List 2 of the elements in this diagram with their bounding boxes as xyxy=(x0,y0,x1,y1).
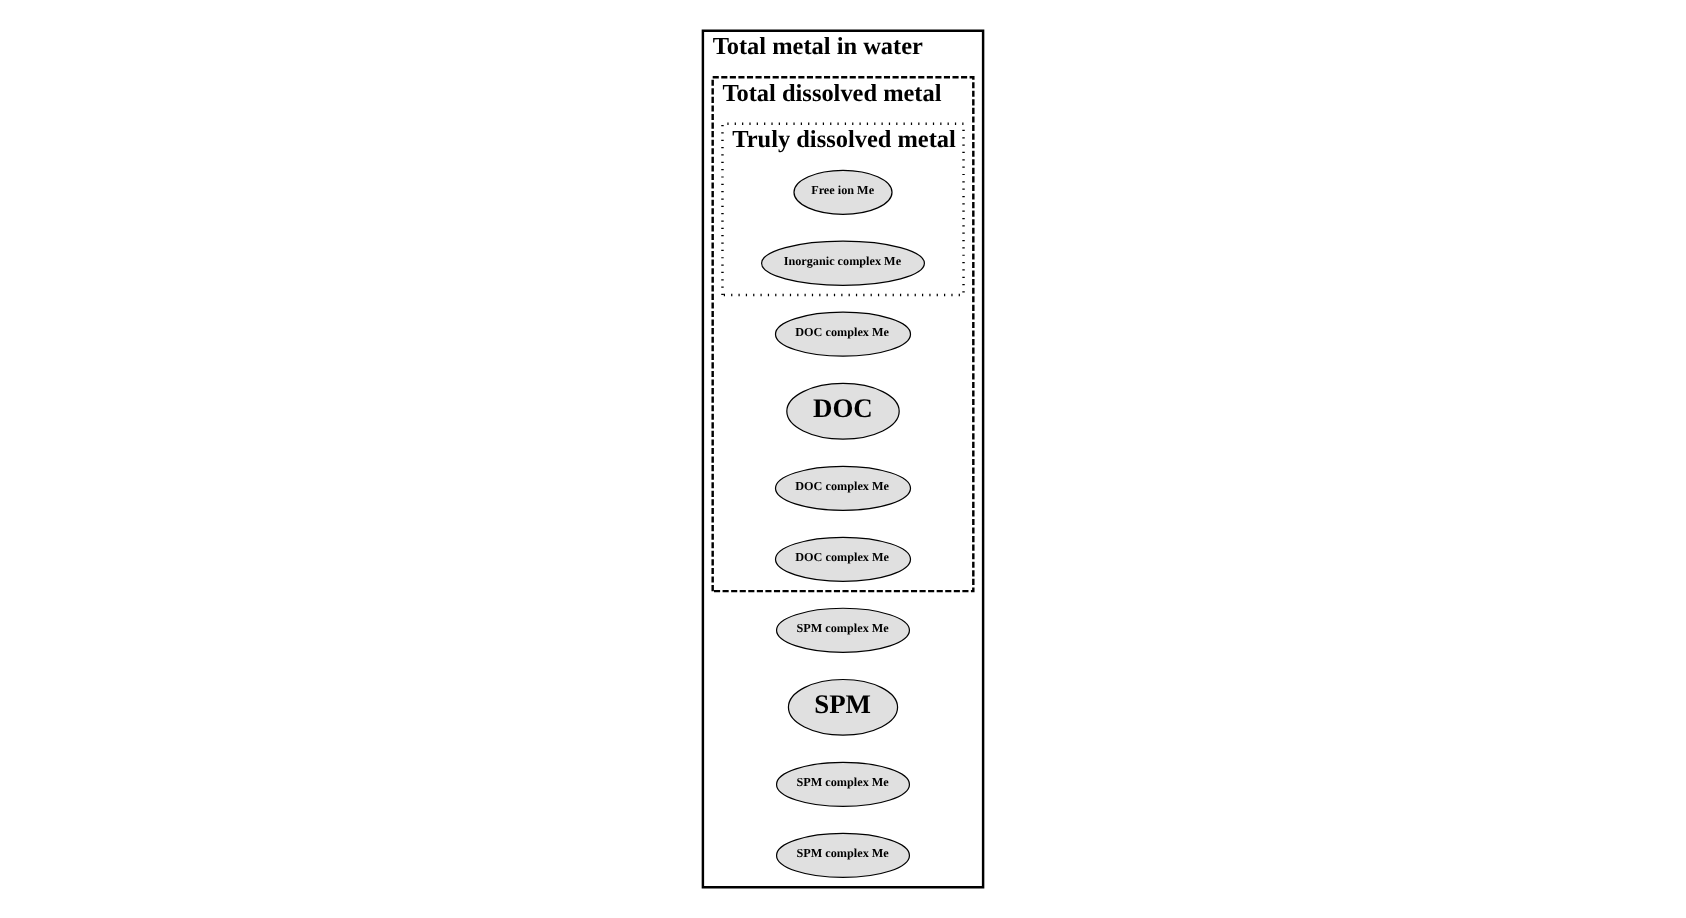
node-ellipse: SPM xyxy=(787,678,899,736)
node-ellipse: DOC xyxy=(786,382,900,440)
